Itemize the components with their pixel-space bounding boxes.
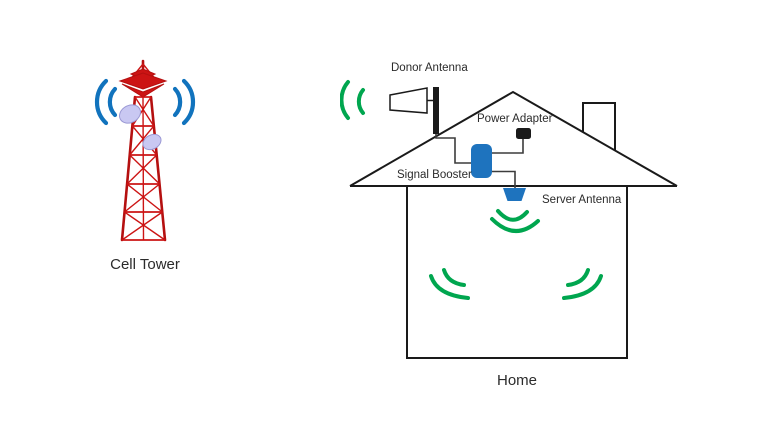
- home-icon: [349, 90, 678, 359]
- donor-antenna-icon: [389, 87, 428, 114]
- cell-tower-graphic: [94, 59, 196, 242]
- cell-tower-label: Cell Tower: [110, 256, 180, 273]
- donor-antenna-mast: [433, 87, 439, 134]
- indoor-waves-left-icon: [429, 268, 470, 300]
- home-graphic: [340, 80, 678, 359]
- chimney-icon: [582, 102, 616, 150]
- cell-tower-icon: [118, 59, 168, 242]
- signal-booster-icon: [471, 144, 492, 178]
- server-antenna-icon: [503, 188, 526, 201]
- signal-booster-label: Signal Booster: [397, 169, 472, 181]
- donor-antenna-label: Donor Antenna: [391, 62, 468, 74]
- power-adapter-icon: [516, 128, 531, 139]
- home-label: Home: [496, 372, 537, 389]
- server-antenna-label: Server Antenna: [542, 194, 622, 206]
- wire-adapter-to-booster: [492, 139, 524, 154]
- tower-dish-antennas-icon: [118, 104, 162, 151]
- wire-booster-to-server: [492, 170, 516, 188]
- indoor-waves-right-icon: [562, 268, 603, 300]
- server-waves-icon: [490, 209, 540, 233]
- cell-tower-waves-left-icon: [94, 78, 118, 126]
- donor-waves-icon: [340, 80, 365, 120]
- cell-tower-waves-right-icon: [172, 78, 196, 126]
- power-adapter-label: Power Adapter: [477, 113, 553, 125]
- wire-mast-to-booster: [435, 134, 471, 164]
